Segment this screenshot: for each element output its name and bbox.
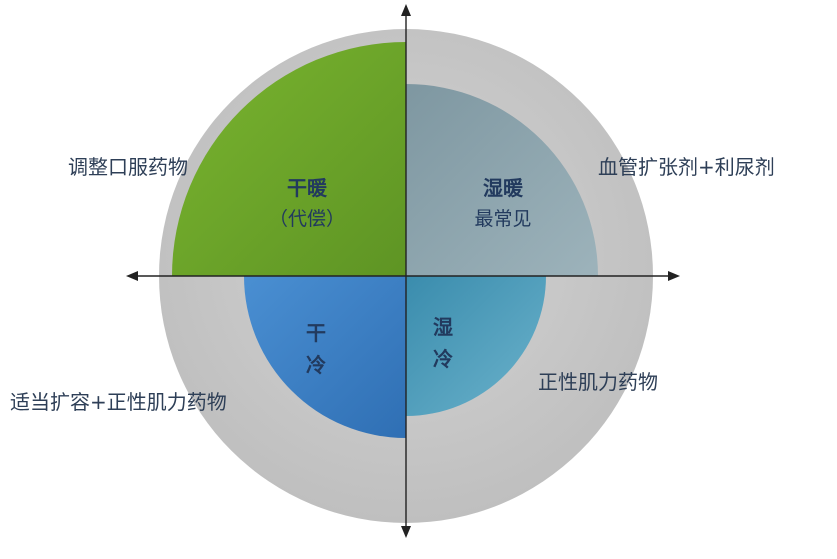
quadrant-dry-cold	[244, 276, 406, 438]
wet-warm-title: 湿暖	[483, 176, 524, 200]
quadrant-dry-warm	[172, 42, 406, 276]
quadrant-wet-cold	[406, 276, 546, 416]
wet-cold-title-line1: 湿	[433, 315, 453, 339]
vertical-axis-bottom-arrow	[401, 526, 411, 538]
wet-cold-title-line2: 冷	[433, 347, 453, 371]
quadrant-wet-warm	[406, 84, 598, 276]
horizontal-axis-right-arrow	[668, 271, 680, 281]
treatment-top-left: 调整口服药物	[68, 155, 188, 179]
horizontal-axis-left-arrow	[126, 271, 138, 281]
dry-cold-title-line1: 干	[306, 321, 326, 345]
dry-warm-subtitle: （代偿）	[269, 208, 345, 230]
treatment-bottom-left: 适当扩容+正性肌力药物	[10, 390, 227, 414]
wet-warm-subtitle: 最常见	[474, 208, 531, 230]
vertical-axis-top-arrow	[401, 4, 411, 16]
dry-cold-title-line2: 冷	[306, 353, 326, 377]
treatment-bottom-right: 正性肌力药物	[538, 370, 658, 394]
treatment-top-right: 血管扩张剂+利尿剂	[598, 155, 775, 179]
dry-warm-title: 干暖	[287, 176, 328, 200]
